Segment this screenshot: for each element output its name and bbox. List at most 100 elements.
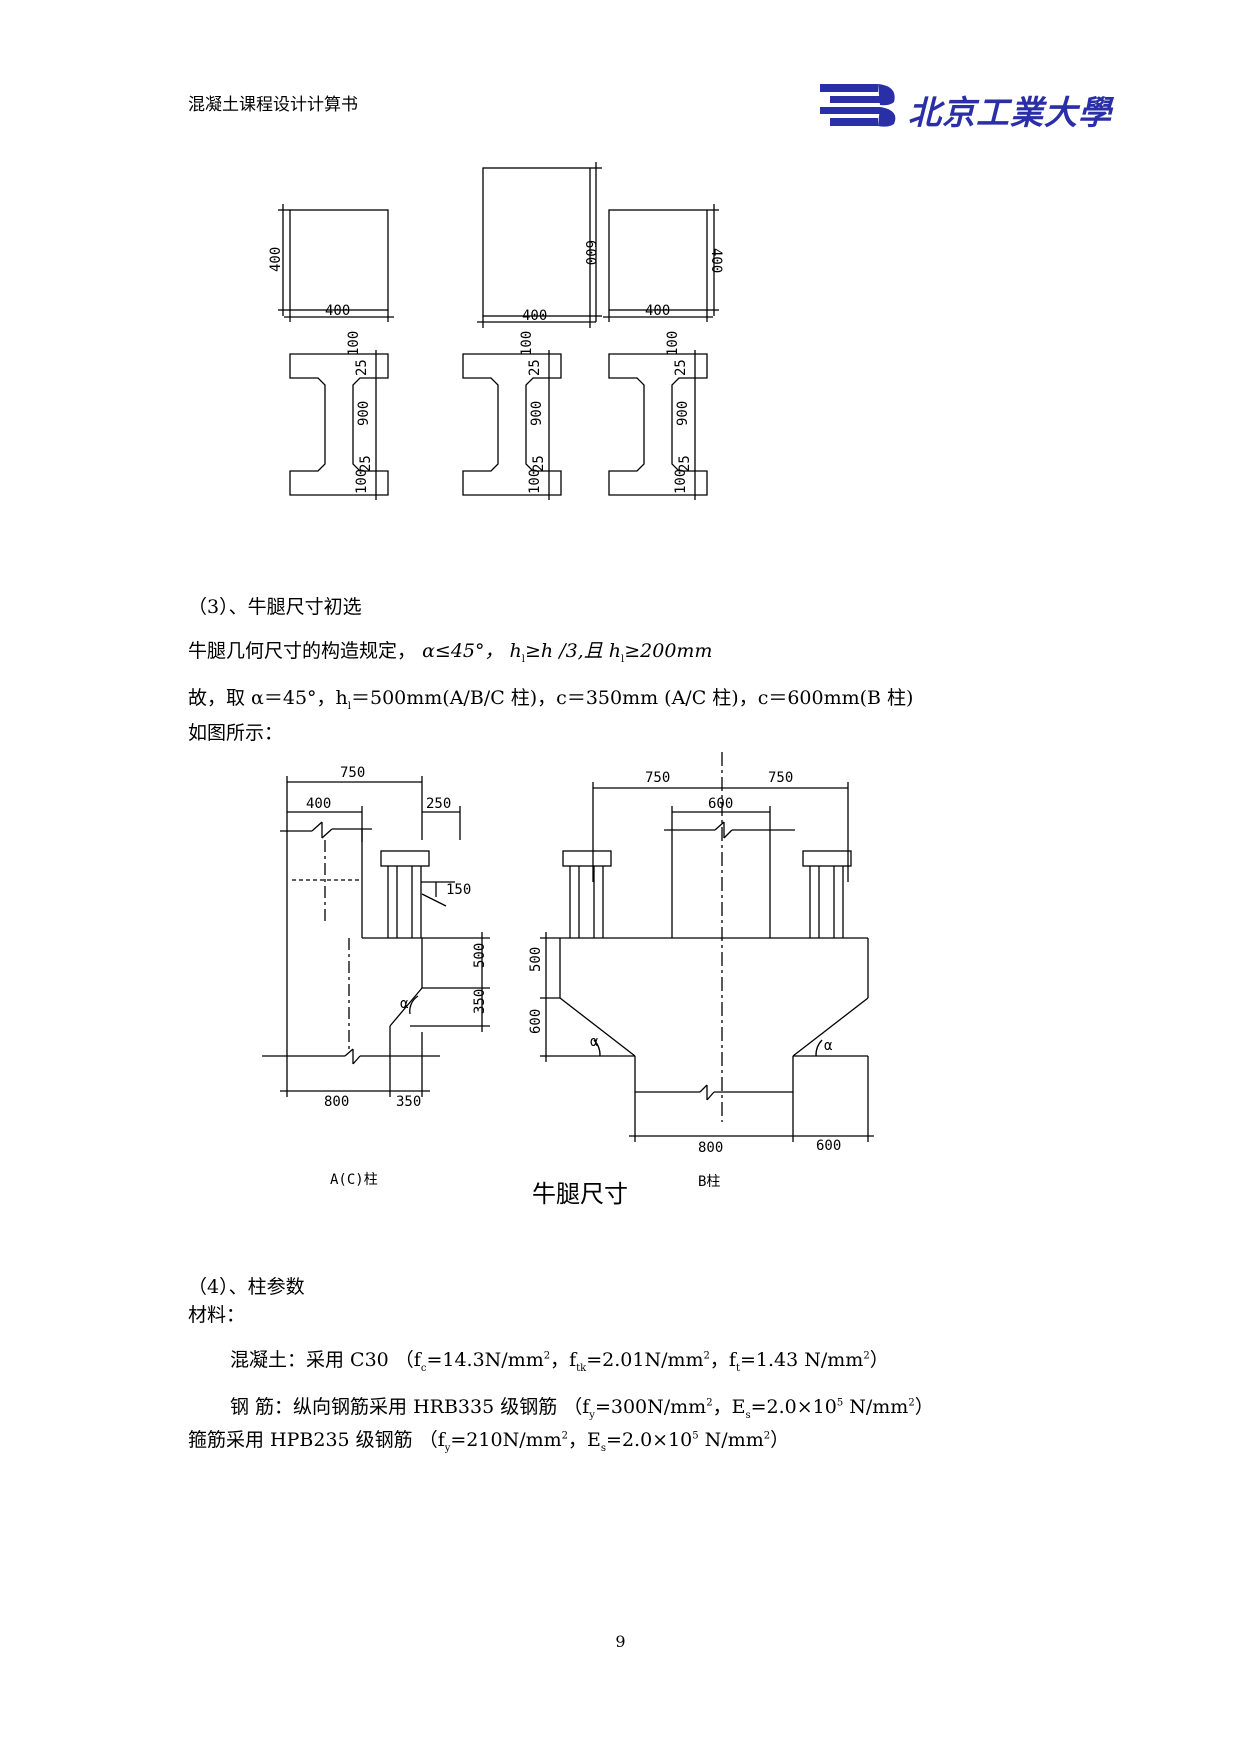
i-left-taper-top: 25 [354, 359, 370, 376]
stirrup-6: ） [770, 1429, 790, 1451]
stirrup-1: 箍筋采用 HPB235 级钢筋 （f [188, 1429, 445, 1451]
as-shown-text: 如图所示： [188, 722, 284, 744]
concrete-3: ，f [550, 1349, 577, 1371]
stirrup-sup-2: 2 [763, 1430, 771, 1442]
concrete-2: =14.3N/mm [426, 1349, 544, 1371]
concrete-5: ，f [709, 1349, 736, 1371]
stirrup-sub-y: y [444, 1442, 451, 1454]
concrete-sub-tk: tk [576, 1362, 587, 1374]
corbel-rule-h2: h [608, 640, 622, 662]
i-right-taper-top: 25 [673, 359, 689, 376]
ac-dim-150: 150 [446, 882, 471, 898]
ac-dim-400: 400 [306, 796, 331, 812]
corbel-dimensions-figure: 750 400 250 150 α 500 350 [262, 752, 874, 1208]
steel-3: ，E [712, 1396, 746, 1418]
stirrup-sup-1: 2 [561, 1430, 569, 1442]
b-dim-750a: 750 [645, 770, 670, 786]
i-right-web: 900 [675, 401, 691, 426]
column-sections-figure: 400 400 400 600 400 400 100 25 900 25 10… [268, 162, 724, 500]
steel-sub-y: y [589, 1409, 595, 1421]
b-dim-750b: 750 [768, 770, 793, 786]
ac-dim-350: 350 [396, 1094, 421, 1110]
steel-sup-5: 5 [836, 1397, 844, 1409]
i-section-left: 100 25 900 25 100 [289, 331, 389, 500]
dim-left-height: 400 [268, 247, 284, 272]
b-alpha-right: α [824, 1038, 833, 1054]
corbel-rule-h-sub: l [521, 653, 525, 665]
b-alpha-left: α [590, 1034, 599, 1050]
section-4-heading: （4）、柱参数 [188, 1276, 305, 1298]
material-label: 材料： [188, 1304, 246, 1326]
b-dim-800: 800 [698, 1140, 723, 1156]
corbel-choice-line: 故，取 α＝45°，hl＝500mm(A/B/C 柱)，c＝350mm (A/C… [188, 683, 913, 712]
page-number: 9 [615, 1632, 626, 1651]
stirrup-sub-s: s [600, 1442, 607, 1454]
corbel-rule-h2-sub: l [621, 653, 625, 665]
i-left-flange-top: 100 [346, 331, 362, 356]
steel-5: N/mm [843, 1396, 909, 1418]
concrete-4: =2.01N/mm [586, 1349, 704, 1371]
b-dim-600top: 600 [708, 796, 733, 812]
dim-mid-height: 600 [582, 240, 598, 265]
ac-dim-250: 250 [426, 796, 451, 812]
i-left-taper-bot: 25 [358, 455, 374, 472]
i-right-flange-bot: 100 [673, 469, 689, 494]
corbel-rule-line: 牛腿几何尺寸的构造规定， α≤45°， hl≥h ∕3,且 hl≥200mm [188, 636, 712, 665]
i-section-right: 100 25 900 25 100 [608, 331, 708, 500]
steel-sub-s: s [745, 1409, 751, 1421]
stirrup-sup-5: 5 [692, 1430, 699, 1442]
document-title: 混凝土课程设计计算书 [188, 95, 358, 115]
concrete-6: =1.43 N/mm [739, 1349, 864, 1371]
section-3-heading: （3）、牛腿尺寸初选 [188, 596, 362, 618]
corbel-choice-2: ＝500mm(A/B/C 柱)，c＝350mm (A/C 柱)，c＝600mm(… [351, 687, 914, 709]
corbel-choice-sub: l [347, 700, 351, 712]
concrete-7: ） [869, 1349, 889, 1371]
ac-alpha: α [400, 996, 409, 1012]
ac-dim-350v: 350 [472, 989, 488, 1014]
b-dim-600v: 600 [528, 1009, 544, 1034]
concrete-sub-c: c [420, 1362, 427, 1374]
steel-2: =300N/mm [594, 1396, 707, 1418]
dim-right-width: 400 [645, 303, 670, 319]
ac-column-label: A(C)柱 [330, 1172, 378, 1188]
b-dim-600: 600 [816, 1138, 841, 1154]
stirrup-4: =2.0×10 [606, 1429, 693, 1451]
concrete-1: 混凝土：采用 C30 （f [230, 1349, 421, 1371]
i-mid-flange-bot: 100 [527, 469, 543, 494]
i-left-flange-bot: 100 [354, 469, 370, 494]
steel-sup-2: 2 [908, 1397, 915, 1409]
steel-6: ） [914, 1396, 934, 1418]
corbel-ac-column: 750 400 250 150 α 500 350 [262, 765, 490, 1110]
steel-line: 钢 筋：纵向钢筋采用 HRB335 级钢筋 （fy=300N/mm2，Es=2.… [230, 1392, 934, 1421]
stirrup-3: ，E [568, 1429, 601, 1451]
section-rect-right: 400 400 [603, 204, 724, 322]
dim-right-height: 400 [708, 248, 724, 273]
university-logo-text: 北京工業大學 [908, 93, 1112, 132]
steel-1: 钢 筋：纵向钢筋采用 HRB335 级钢筋 （f [230, 1396, 590, 1418]
i-mid-flange-top: 100 [519, 331, 535, 356]
stirrup-2: =210N/mm [450, 1429, 562, 1451]
dim-left-width: 400 [325, 303, 350, 319]
steel-sup-1: 2 [706, 1397, 713, 1409]
ac-dim-500: 500 [472, 943, 488, 968]
i-left-web: 900 [356, 401, 372, 426]
b-column-label: B柱 [698, 1174, 720, 1190]
i-mid-web: 900 [529, 401, 545, 426]
stirrup-line: 箍筋采用 HPB235 级钢筋 （fy=210N/mm2，Es=2.0×105 … [188, 1425, 789, 1454]
concrete-sup-3: 2 [863, 1350, 870, 1362]
corbel-rule-text: 牛腿几何尺寸的构造规定， [188, 640, 417, 662]
i-right-flange-top: 100 [665, 331, 681, 356]
corbel-b-column: 750 750 600 α α 500 600 [528, 752, 874, 1156]
concrete-sup-1: 2 [543, 1350, 551, 1362]
i-mid-taper-top: 25 [527, 359, 543, 376]
corbel-rule-alpha: α≤45°， [422, 640, 504, 662]
stirrup-5: N/mm [698, 1429, 764, 1451]
i-right-taper-bot: 25 [677, 455, 693, 472]
corbel-choice-1: 故，取 α＝45°，h [188, 687, 348, 709]
corbel-rule-h-cond: ≥h ∕3,且 [525, 640, 609, 662]
concrete-sup-2: 2 [703, 1350, 710, 1362]
corbel-figure-caption: 牛腿尺寸 [532, 1180, 628, 1208]
university-logo-icon [820, 84, 896, 127]
section-rect-mid: 400 600 [477, 162, 602, 328]
concrete-line: 混凝土：采用 C30 （fc=14.3N/mm2，ftk=2.01N/mm2，f… [230, 1345, 889, 1374]
